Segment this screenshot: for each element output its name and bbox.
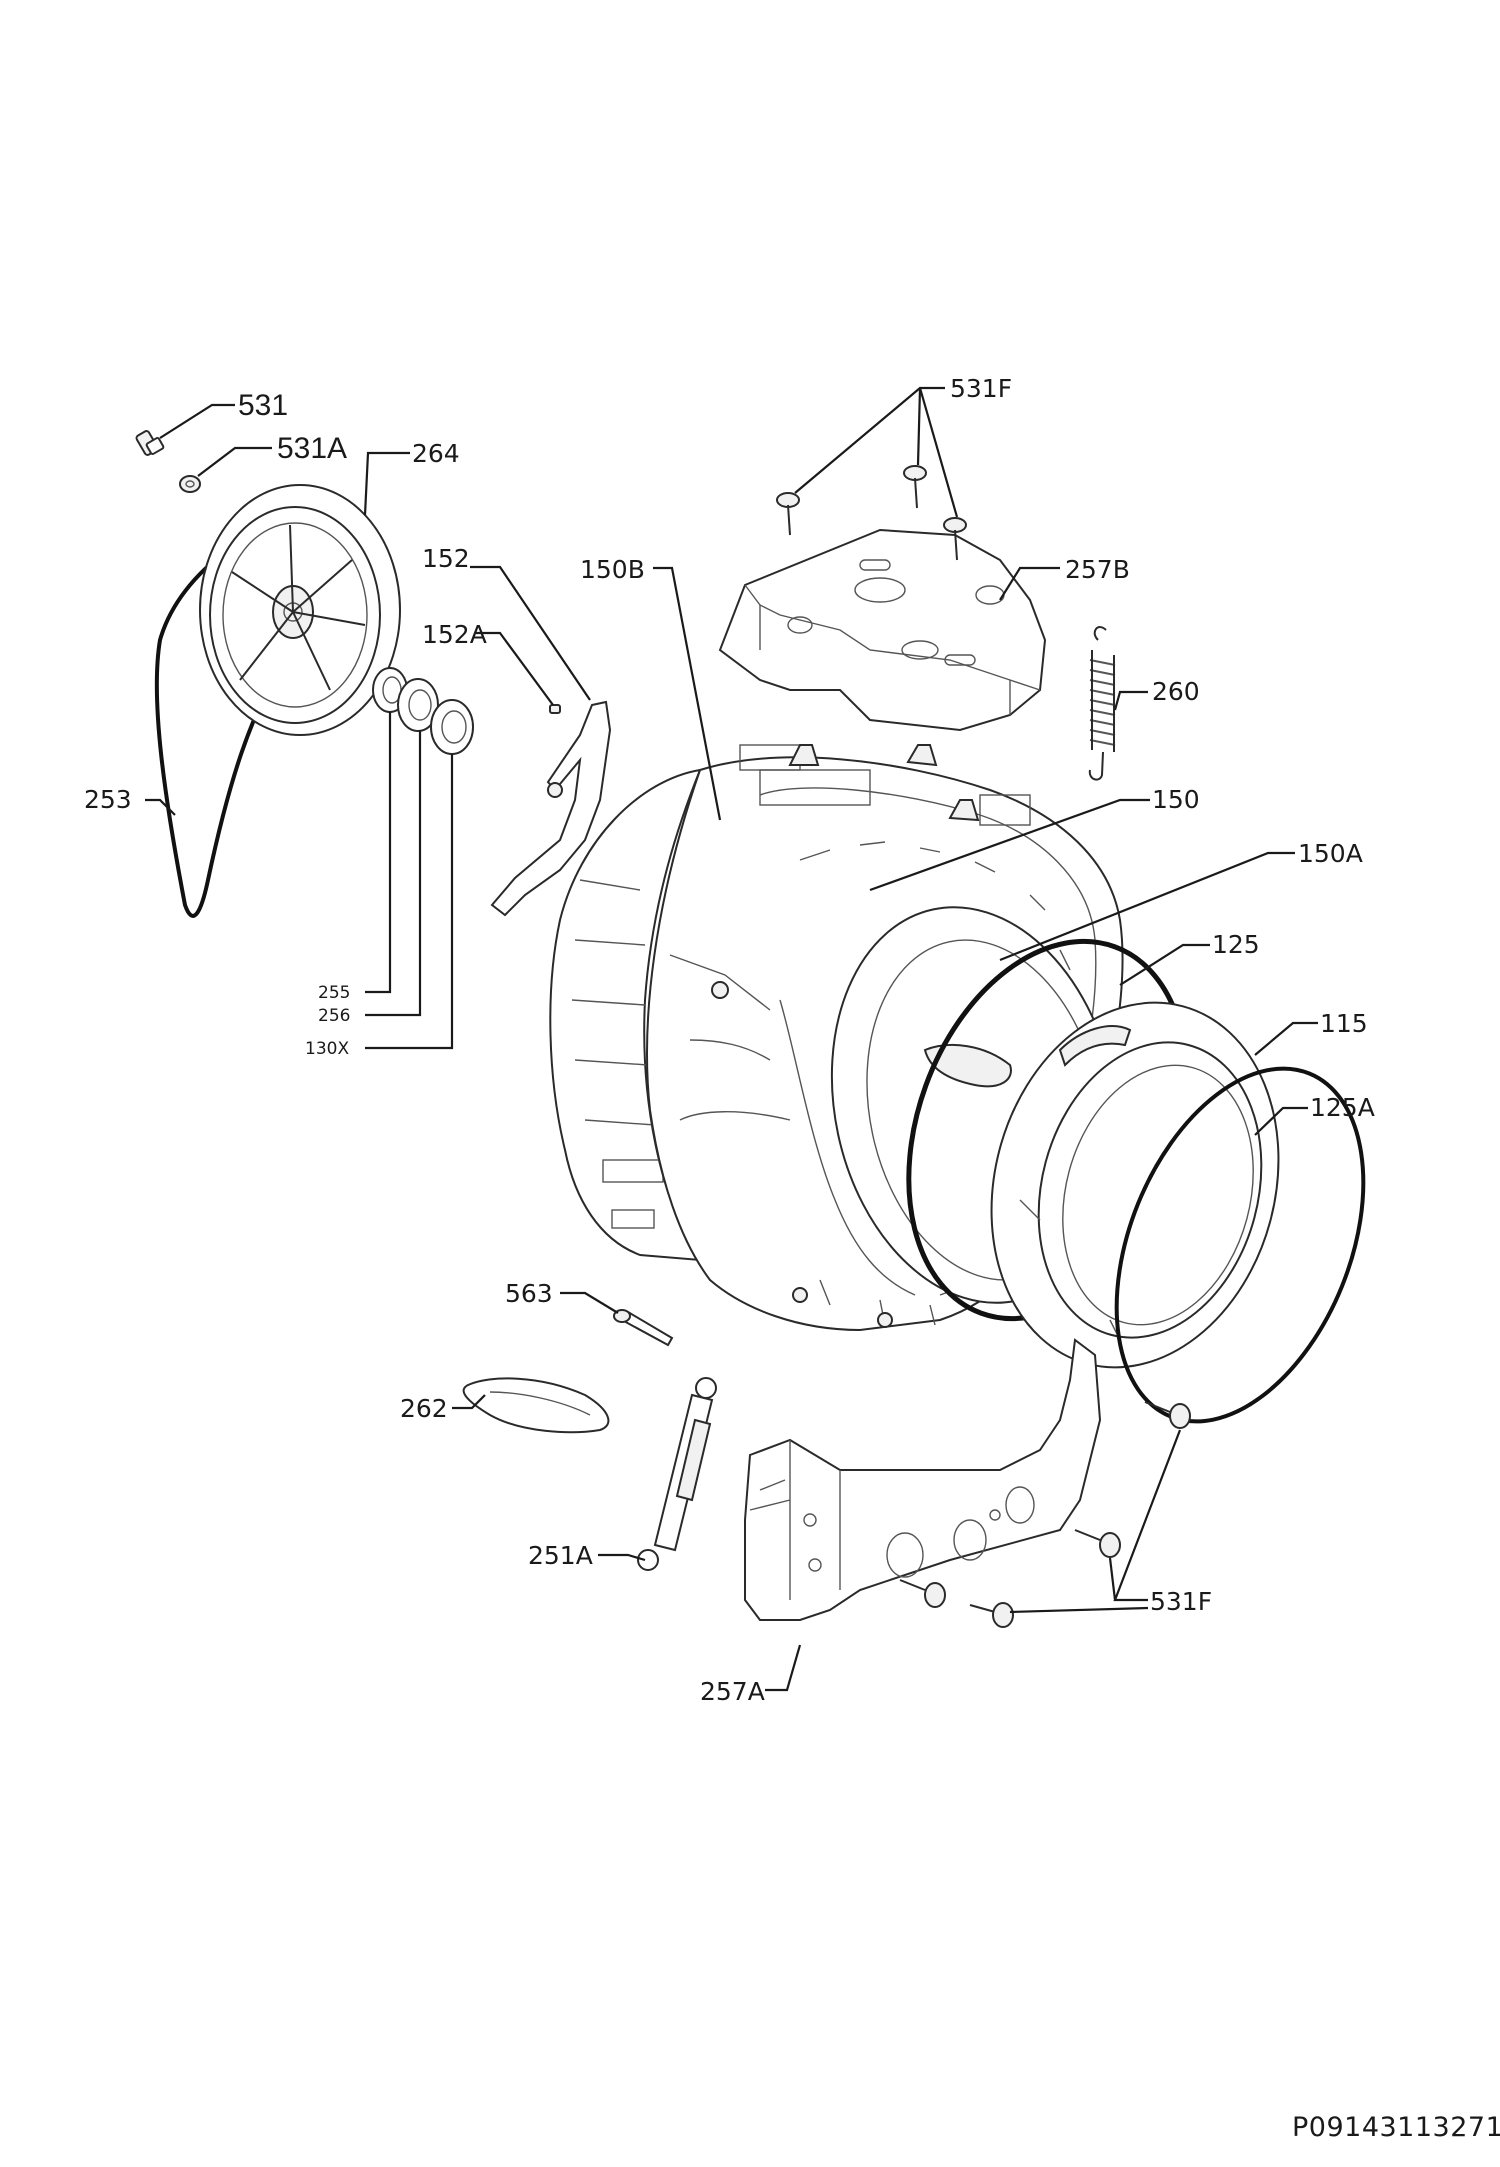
leader-lines <box>145 386 1318 1692</box>
bottom-screw-3 <box>899 1579 946 1608</box>
pulley-wheel <box>199 484 401 736</box>
label-531: 531 <box>238 389 288 422</box>
label-264: 264 <box>412 439 460 468</box>
bearing-set <box>372 667 474 755</box>
label-150: 150 <box>1152 785 1200 814</box>
label-150b: 150B <box>580 555 645 584</box>
label-152: 152 <box>422 544 470 573</box>
drive-belt <box>154 503 346 918</box>
bottom-screw-4 <box>969 1602 1014 1628</box>
top-screw-3 <box>943 517 967 561</box>
label-251a: 251A <box>528 1541 593 1570</box>
tank-weight-262 <box>462 1377 610 1434</box>
shock-absorber <box>637 1377 717 1571</box>
damper-pin <box>613 1309 674 1347</box>
bottom-screw-1 <box>1144 1401 1191 1429</box>
label-531f-bottom: 531F <box>1150 1587 1212 1616</box>
label-130x: 130X <box>305 1039 349 1059</box>
callout-labels: 531 531A 264 531F 152 152A 150B 257B 260… <box>84 374 1375 1706</box>
pulley-washer <box>179 475 201 493</box>
label-531f-top: 531F <box>950 374 1012 403</box>
label-125a: 125A <box>1310 1093 1375 1122</box>
bottom-counterweight <box>744 1338 1102 1621</box>
pulley-screw <box>135 430 165 456</box>
top-counterweight <box>718 528 1047 732</box>
top-screw-2 <box>903 465 927 509</box>
label-563: 563 <box>505 1279 553 1308</box>
suspension-spring <box>1088 626 1116 781</box>
label-253: 253 <box>84 785 132 814</box>
label-152a: 152A <box>422 620 487 649</box>
front-ring <box>990 1001 1280 1369</box>
label-257a: 257A <box>700 1677 765 1706</box>
label-257b: 257B <box>1065 555 1130 584</box>
label-260: 260 <box>1152 677 1200 706</box>
label-255: 255 <box>318 983 350 1003</box>
hose-bracket <box>490 700 612 917</box>
bracket-screw <box>549 704 561 714</box>
label-262: 262 <box>400 1394 448 1423</box>
bottom-screw-2 <box>1074 1529 1121 1558</box>
label-531a: 531A <box>277 432 347 465</box>
label-115: 115 <box>1320 1009 1368 1038</box>
label-150a: 150A <box>1298 839 1363 868</box>
label-256: 256 <box>318 1006 350 1026</box>
top-screw-1 <box>776 492 800 536</box>
label-125: 125 <box>1212 930 1260 959</box>
document-code: P09143113271 <box>1292 2112 1500 2143</box>
